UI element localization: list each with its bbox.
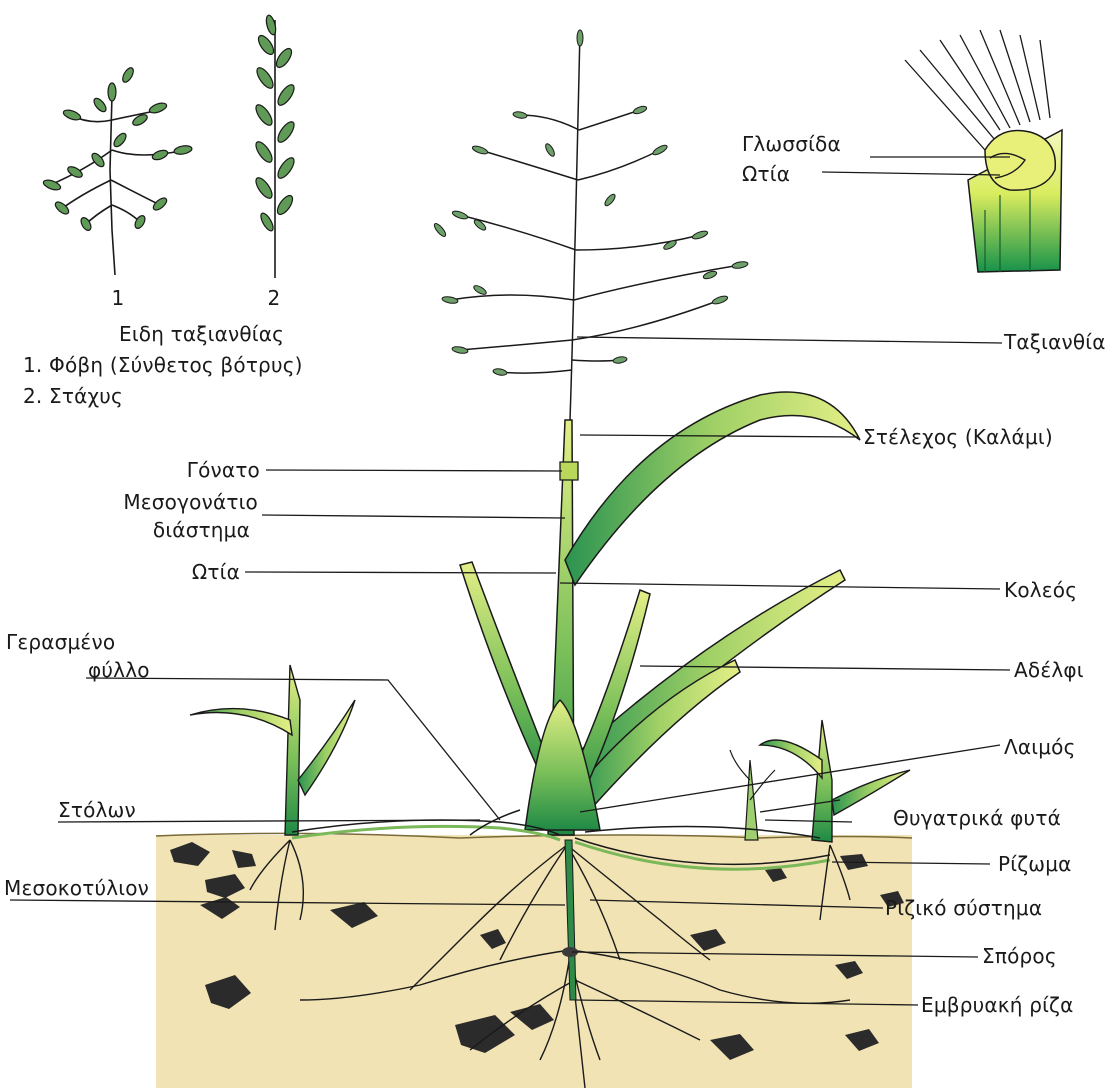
label-inflorescence: Ταξιανθία: [1004, 330, 1106, 354]
left-daughter-plant: [190, 665, 355, 835]
label-internode-line1: Μεσογονάτιο: [60, 490, 258, 514]
label-sheath: Κολεός: [1004, 578, 1077, 602]
label-seed: Σπόρος: [982, 944, 1057, 968]
right-daughter-plants: [730, 720, 910, 842]
label-inset-auricle: Ωτία: [742, 162, 790, 186]
label-germinated-leaf-line1: Γερασμένο: [6, 630, 115, 654]
spike-illustration: [253, 14, 297, 278]
label-node: Γόνατο: [60, 458, 260, 482]
label-internode-line2: διάστημα: [60, 518, 250, 542]
label-crown: Λαιμός: [1004, 735, 1076, 759]
label-embryonic-root: Εμβρυακή ρίζα: [921, 993, 1074, 1017]
inflorescence-types-heading: Ειδη ταξιανθίας: [119, 322, 284, 346]
label-ligule: Γλωσσίδα: [742, 132, 841, 156]
inflorescence-type-2: 2. Στάχυς: [23, 384, 123, 408]
inflorescence-number-2: 2: [264, 286, 284, 310]
label-tiller: Αδέλφι: [1014, 658, 1084, 682]
panicle-illustration: [42, 66, 192, 275]
label-daughter-plants: Θυγατρικά φυτά: [893, 806, 1061, 830]
label-stolon: Στόλων: [58, 798, 136, 822]
label-mesocotyl: Μεσοκοτύλιον: [4, 876, 149, 900]
soil: [156, 835, 912, 1088]
label-germinated-leaf-line2: φύλλο: [88, 658, 150, 682]
ligule-inset-illustration: [905, 30, 1062, 272]
label-root-system: Ριζικό σύστημα: [885, 896, 1042, 920]
label-rhizome: Ρίζωμα: [998, 852, 1072, 876]
inflorescence-number-1: 1: [108, 286, 128, 310]
label-stem: Στέλεχος (Καλάμι): [863, 425, 1053, 449]
label-auricle: Ωτία: [60, 560, 240, 584]
inflorescence-type-1: 1. Φόβη (Σύνθετος βότρυς): [23, 353, 303, 377]
